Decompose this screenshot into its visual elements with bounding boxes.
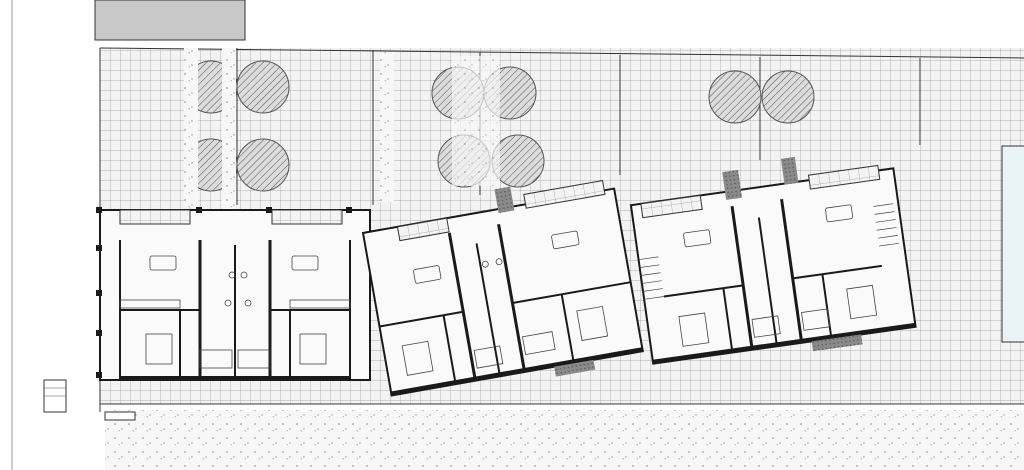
entrance-box (104, 411, 136, 421)
building-block-center (361, 179, 644, 397)
building-block-left (99, 209, 371, 381)
plot-dividers (99, 47, 1024, 412)
gravel-strip (105, 410, 1024, 470)
pool (1001, 145, 1024, 343)
walkways (184, 48, 500, 248)
neighbor-building (94, 0, 246, 41)
building-block-right (629, 156, 917, 365)
structural-columns (96, 207, 352, 378)
